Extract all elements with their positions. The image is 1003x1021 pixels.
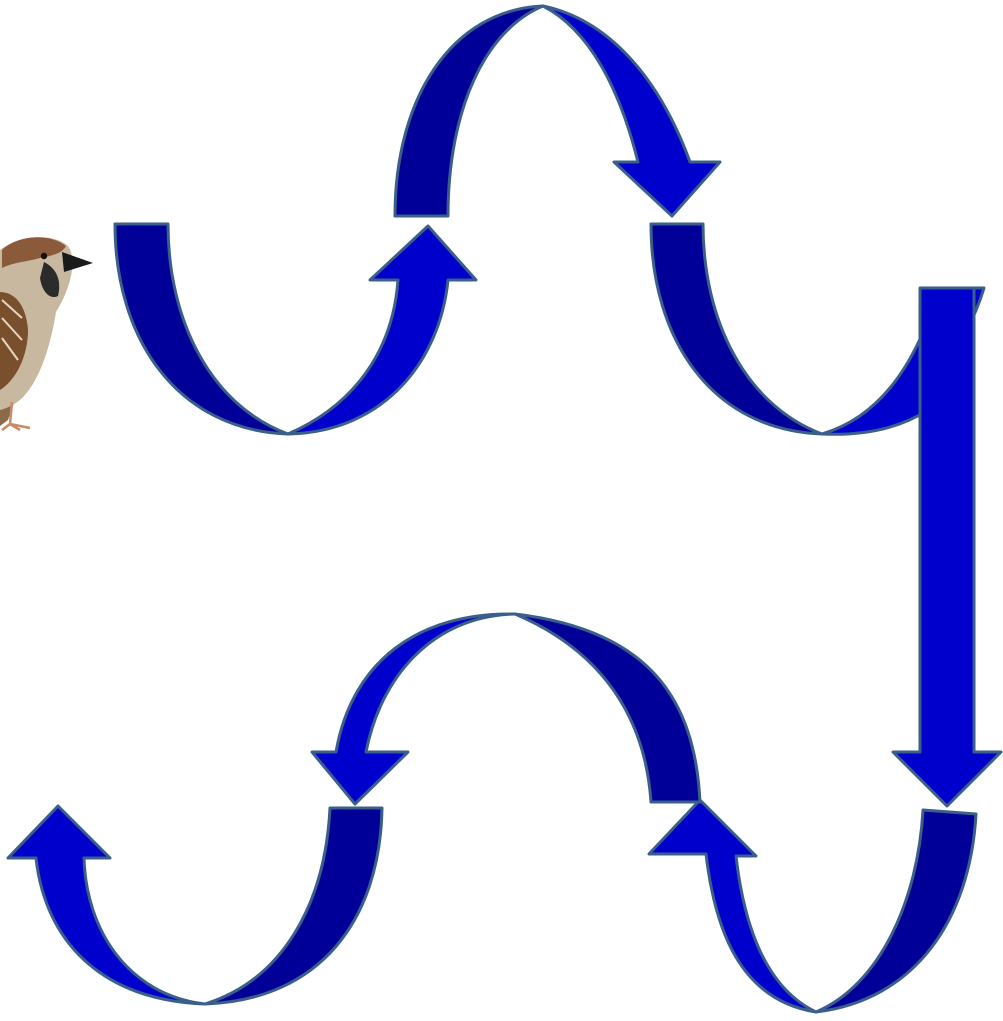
- arrow-2-right-half: [543, 6, 720, 216]
- sparrow-beak: [62, 252, 93, 272]
- arrow-6-arch: [312, 614, 700, 804]
- arrow-7-right-half: [205, 808, 382, 1004]
- arrow-5-right-half: [816, 810, 976, 1012]
- arrow-2-left-half: [395, 6, 543, 216]
- arrow-5-u-curve: [649, 800, 976, 1012]
- arrow-1-u-curve: [115, 224, 476, 434]
- arrow-6-left-half: [312, 614, 515, 804]
- arrow-7-left-half: [8, 806, 205, 1004]
- arrow-6-right-half: [515, 614, 700, 802]
- sparrow-eye: [41, 253, 47, 259]
- arrow-5-left-half: [649, 800, 816, 1012]
- arrow-2-arch: [395, 6, 720, 216]
- arrow-3-left-half: [651, 224, 822, 434]
- arrow-3-right-half: [822, 320, 928, 434]
- arrow-7-u-curve: [8, 806, 382, 1004]
- arrow-1-left-half: [115, 224, 288, 434]
- sparrow-image: [0, 237, 93, 430]
- arrow-1-right-half: [288, 226, 476, 434]
